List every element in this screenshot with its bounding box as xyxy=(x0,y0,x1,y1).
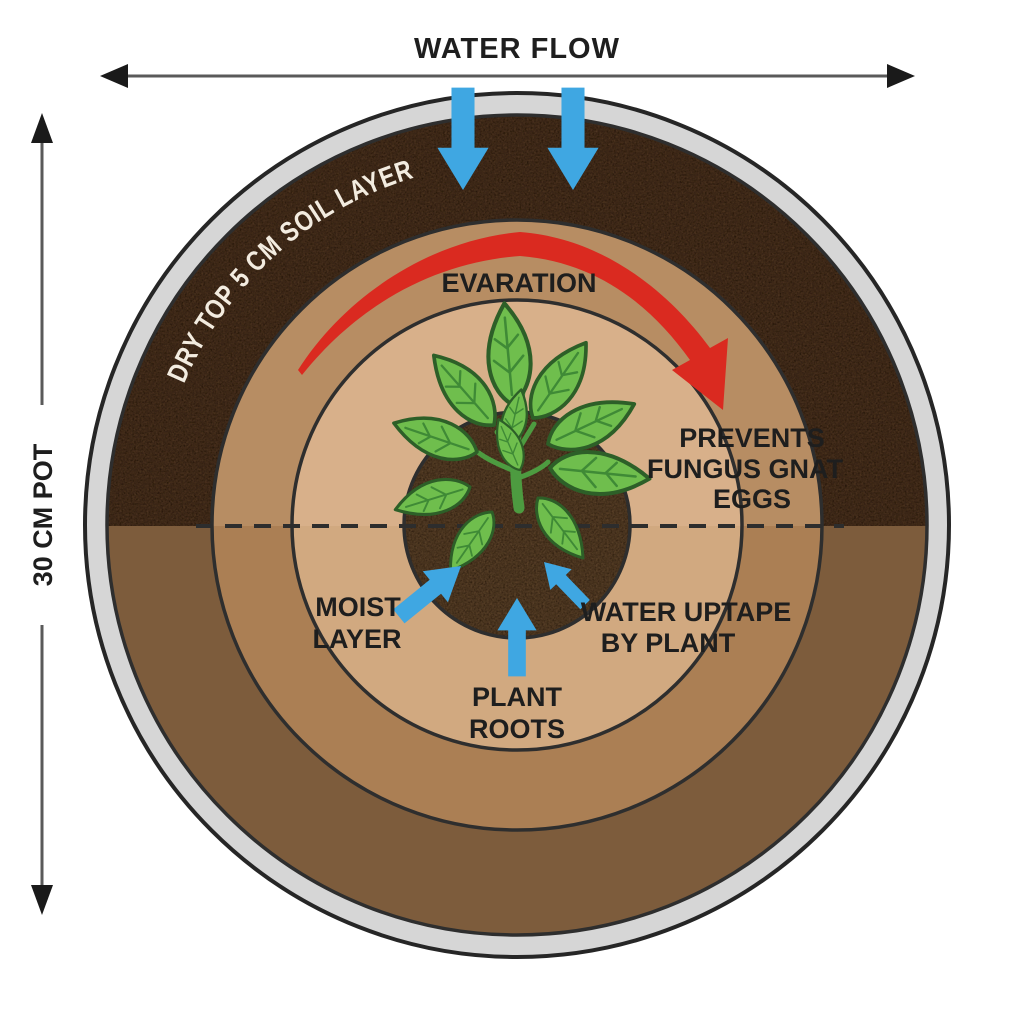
ring-outline-outer xyxy=(105,113,929,937)
svg-text:FUNGUS GNAT: FUNGUS GNAT xyxy=(647,454,843,484)
evaporation-arrow xyxy=(298,232,728,410)
moist-layer-label: MOIST LAYER xyxy=(312,592,401,654)
pot-height-dimension-arrow xyxy=(31,113,53,915)
svg-text:ROOTS: ROOTS xyxy=(469,714,565,744)
arrow-down-icon xyxy=(31,885,53,915)
water-flow-title: WATER FLOW xyxy=(414,33,620,65)
evaporation-label: EVARATION xyxy=(442,268,597,298)
pot-height-label: 30 CM POT xyxy=(28,443,58,586)
svg-text:PLANT: PLANT xyxy=(472,682,562,712)
svg-text:BY PLANT: BY PLANT xyxy=(601,628,736,658)
svg-text:MOIST: MOIST xyxy=(315,592,401,622)
svg-text:LAYER: LAYER xyxy=(312,624,401,654)
water-flow-dimension-arrow xyxy=(100,64,915,88)
plant-roots-label: PLANT ROOTS xyxy=(469,682,565,744)
water-uptake-label: WATER UPTAPE BY PLANT xyxy=(581,597,792,658)
svg-text:WATER UPTAPE: WATER UPTAPE xyxy=(581,597,792,627)
arrow-right-icon xyxy=(887,64,915,88)
svg-text:PREVENTS: PREVENTS xyxy=(679,423,825,453)
prevents-fungus-label: PREVENTS FUNGUS GNAT EGGS xyxy=(647,423,843,514)
arrow-left-icon xyxy=(100,64,128,88)
pot-outline xyxy=(83,91,951,959)
svg-text:EGGS: EGGS xyxy=(713,484,791,514)
plant-illustration xyxy=(386,301,654,581)
arrow-up-icon xyxy=(31,113,53,143)
